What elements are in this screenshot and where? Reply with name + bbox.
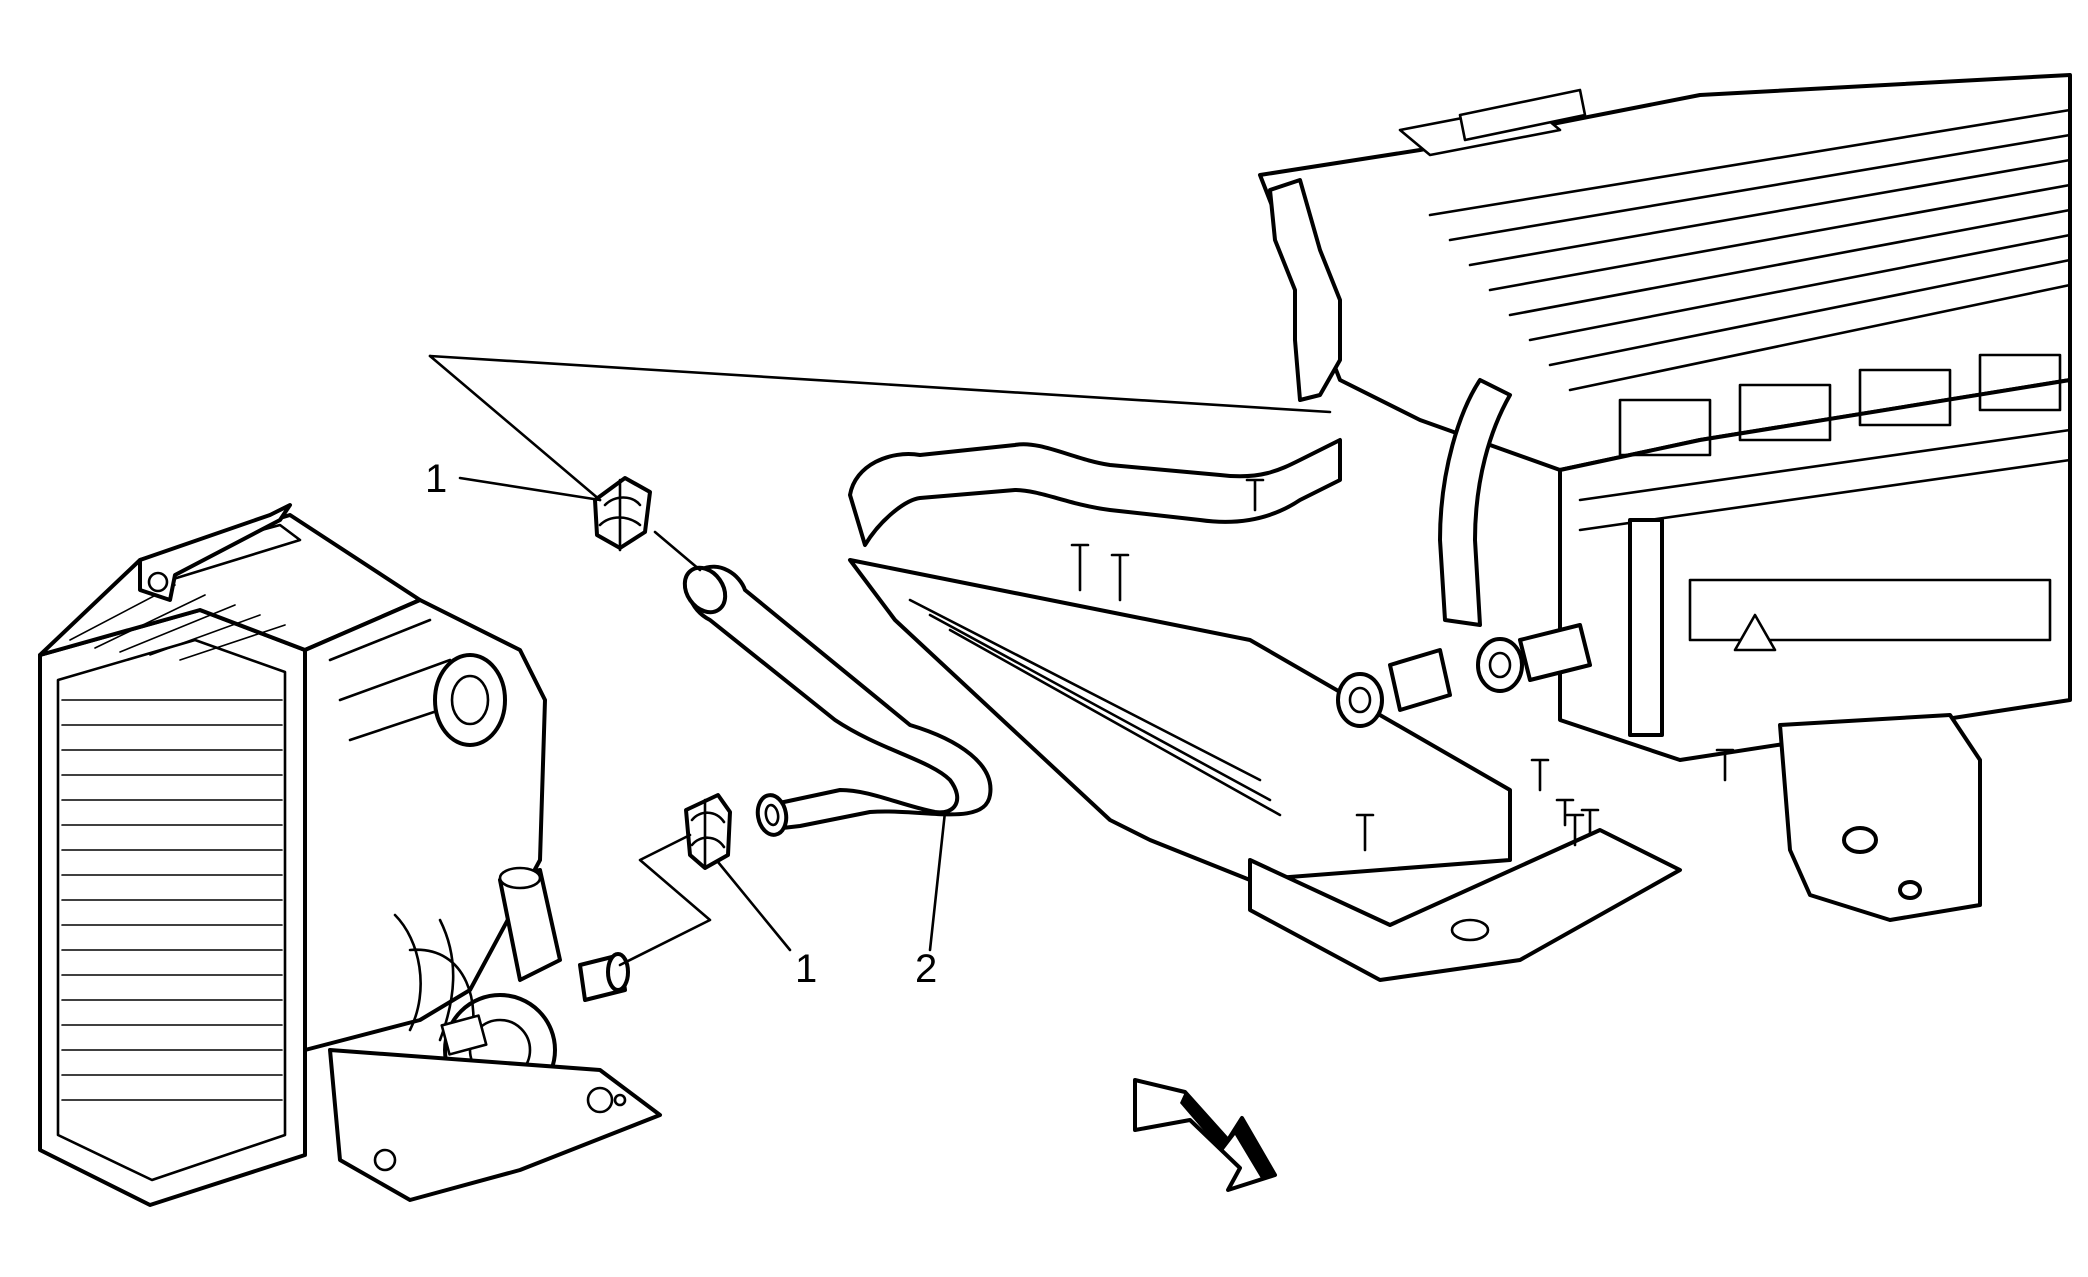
side-housing — [303, 598, 547, 1052]
coolant-hose — [682, 564, 993, 837]
lower-tray-plate — [1248, 828, 1682, 982]
module-ribs — [1428, 108, 2072, 392]
module-side-face — [1558, 378, 2072, 762]
front-post — [1628, 518, 1664, 737]
battery-assembly — [848, 73, 2072, 982]
heater-core-face — [56, 638, 287, 1182]
battery-tray — [848, 558, 1512, 882]
upper-bracket — [138, 503, 292, 602]
callout-2: 2 — [915, 947, 937, 991]
right-mount-bracket — [1778, 713, 1982, 922]
callout-1-lower: 1 — [795, 947, 817, 991]
hose-fittings — [1336, 623, 1592, 728]
hose-clamp-lower — [684, 793, 732, 870]
tray-coolant-hose — [848, 438, 1342, 547]
mounting-plate — [328, 1048, 662, 1202]
hose-clamp-upper — [593, 476, 652, 552]
front-of-vehicle-arrow-icon — [1133, 1078, 1277, 1192]
front-cross-tube — [1268, 178, 1342, 402]
mounting-studs — [1070, 478, 1735, 852]
heater-core-fins — [61, 699, 283, 1101]
vertical-coolant-pipe — [1438, 378, 1512, 627]
warning-triangle-icon — [1733, 613, 1777, 652]
pump-heater-assembly — [38, 503, 662, 1207]
leader-lines — [428, 354, 1332, 967]
callout-1-upper: 1 — [425, 457, 447, 501]
